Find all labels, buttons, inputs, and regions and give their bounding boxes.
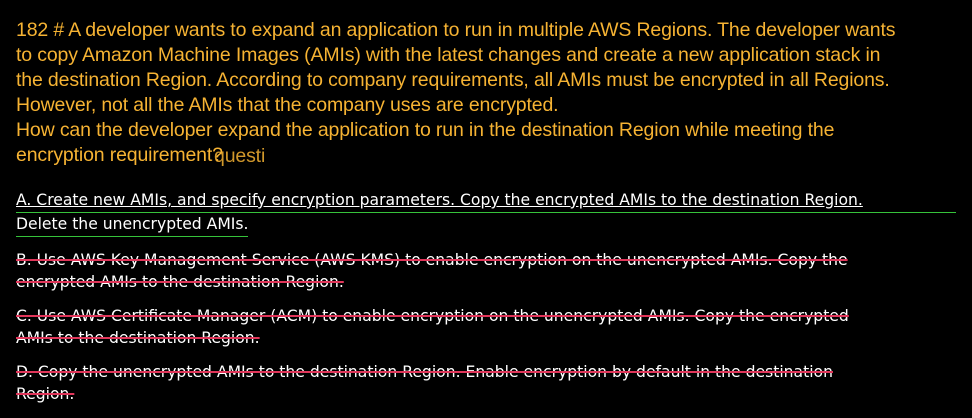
option-d-crossed-out: D. Copy the unencrypted AMIs to the dest… xyxy=(16,361,956,405)
question-line-last: encryption requirement? questi xyxy=(16,143,961,168)
overlapping-text: questi xyxy=(214,145,266,167)
option-a-correct: A. Create new AMIs, and specify encrypti… xyxy=(16,189,956,237)
option-line: A. Create new AMIs, and specify encrypti… xyxy=(16,189,956,213)
option-line: D. Copy the unencrypted AMIs to the dest… xyxy=(16,363,833,381)
option-line: Delete the unencrypted AMIs. xyxy=(16,213,249,237)
question-line: How can the developer expand the applica… xyxy=(16,119,835,141)
option-line: AMIs to the destination Region. xyxy=(16,329,260,347)
option-c-crossed-out: C. Use AWS Certificate Manager (ACM) to … xyxy=(16,305,956,349)
question-line: the destination Region. According to com… xyxy=(16,69,890,91)
option-line: Region. xyxy=(16,385,75,403)
question-text: encryption requirement? xyxy=(16,144,223,166)
option-line: C. Use AWS Certificate Manager (ACM) to … xyxy=(16,307,849,325)
question-line: However, not all the AMIs that the compa… xyxy=(16,94,559,116)
question-line: 182 # A developer wants to expand an app… xyxy=(16,19,896,41)
option-line: B. Use AWS Key Management Service (AWS K… xyxy=(16,251,848,269)
answer-options: A. Create new AMIs, and specify encrypti… xyxy=(16,189,956,405)
question-block: 182 # A developer wants to expand an app… xyxy=(16,18,961,168)
option-line: encrypted AMIs to the destination Region… xyxy=(16,273,344,291)
question-line: to copy Amazon Machine Images (AMIs) wit… xyxy=(16,44,881,66)
option-b-crossed-out: B. Use AWS Key Management Service (AWS K… xyxy=(16,249,956,293)
